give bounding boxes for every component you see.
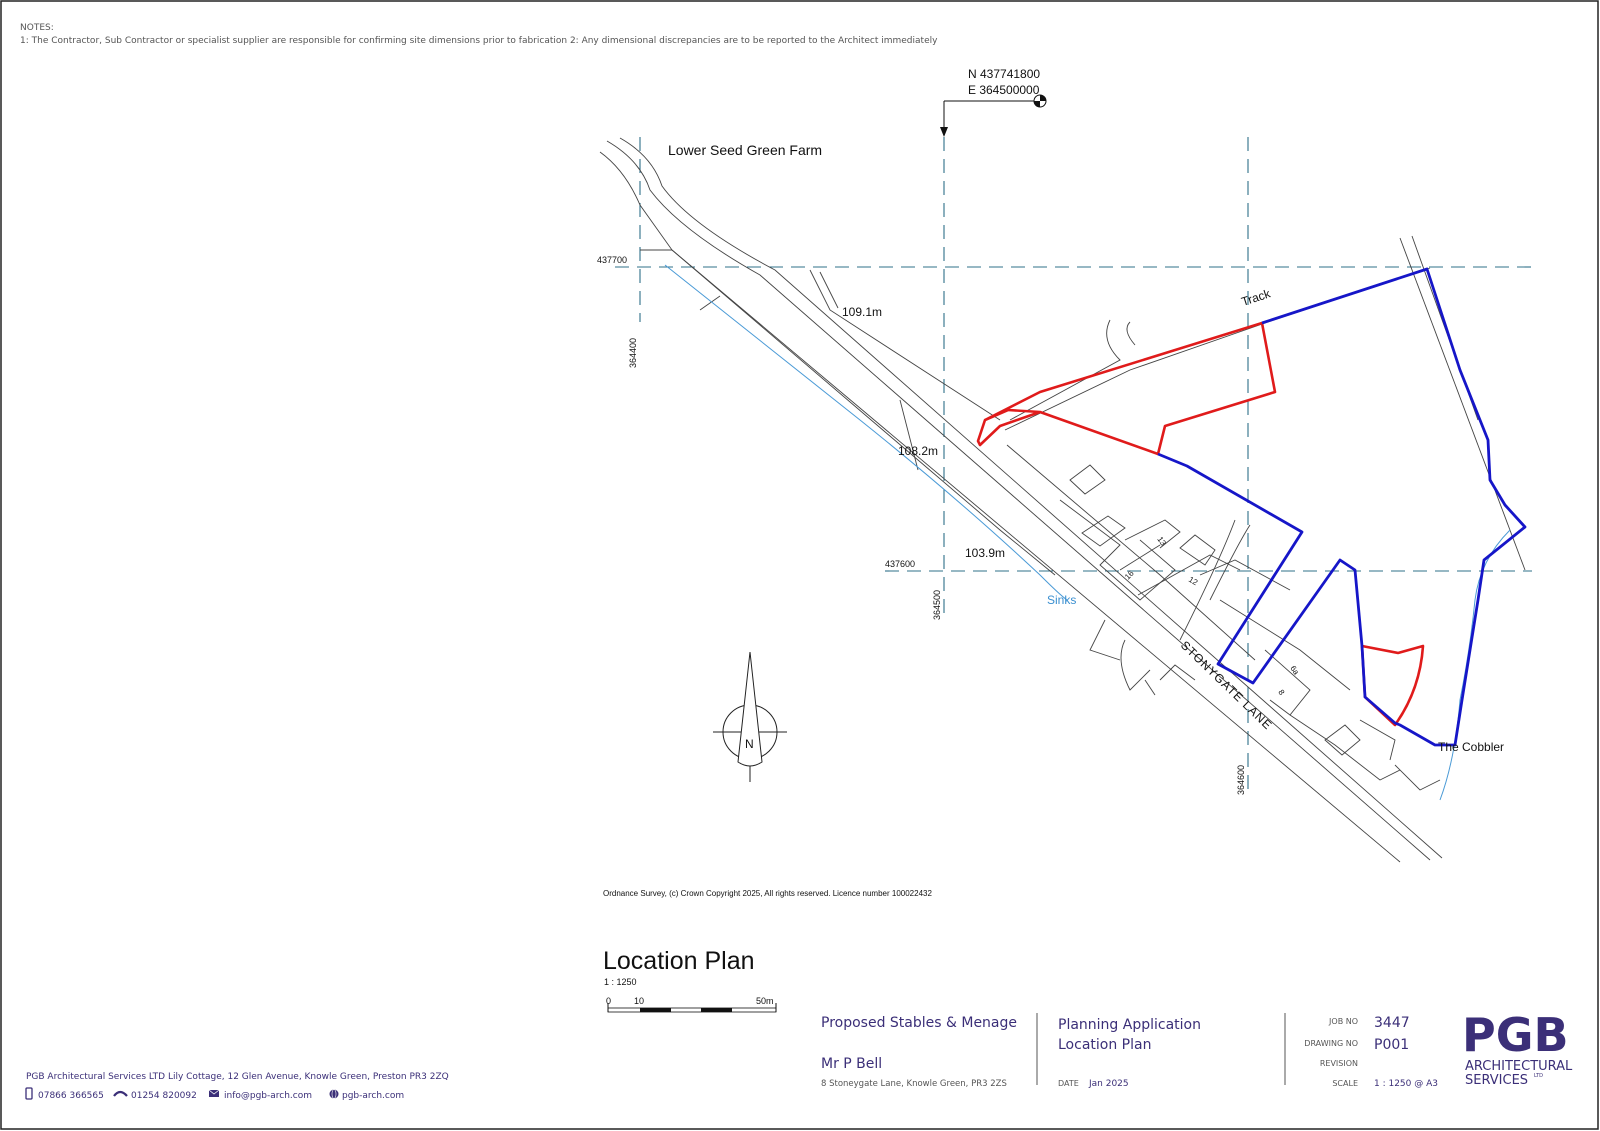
scale-label: SCALE: [1332, 1079, 1358, 1088]
phone-number[interactable]: 01254 820092: [131, 1091, 197, 1101]
plan-title: Location Plan: [603, 947, 755, 975]
application-site-boundary: [976, 321, 1277, 456]
company-address: PGB Architectural Services LTD Lily Cott…: [26, 1072, 449, 1082]
spot-level-109-1: 109.1m: [842, 305, 882, 319]
house-number-12: 12: [1187, 575, 1200, 588]
stream: [664, 264, 1068, 601]
os-grid: [615, 137, 1532, 792]
email-link[interactable]: info@pgb-arch.com: [224, 1091, 312, 1101]
scale-bar-ten: 10: [634, 996, 644, 1006]
scale-value: 1 : 1250 @ A3: [1374, 1079, 1438, 1089]
scale-bar: [607, 1003, 777, 1013]
mobile-icon: [25, 1087, 33, 1100]
datum-marker: [940, 94, 1047, 137]
client-name: Mr P Bell: [821, 1056, 882, 1072]
north-arrow-label: N: [745, 737, 754, 751]
house-number-6a: 6a: [1288, 664, 1301, 677]
grid-label-north-437600: 437600: [885, 559, 915, 569]
website-link[interactable]: pgb-arch.com: [342, 1091, 404, 1101]
job-no-label: JOB NO: [1328, 1017, 1358, 1026]
label-the-cobbler: The Cobbler: [1438, 740, 1504, 754]
site-address: 8 Stoneygate Lane, Knowle Green, PR3 2ZS: [821, 1079, 1007, 1089]
revision-label: REVISION: [1320, 1059, 1358, 1068]
notes-heading: NOTES:: [20, 23, 54, 33]
stream-east: [1439, 529, 1511, 801]
job-no: 3447: [1374, 1015, 1410, 1031]
scale-bar-fifty: 50m: [756, 996, 774, 1006]
logo-suffix: LTD: [1534, 1073, 1543, 1079]
plan-scale: 1 : 1250: [604, 977, 637, 987]
phone-icon: [113, 1090, 128, 1097]
logo-mark: PGB: [1462, 1008, 1569, 1062]
notes-text: 1: The Contractor, Sub Contractor or spe…: [20, 36, 938, 46]
globe-icon: [329, 1089, 339, 1099]
mobile-number[interactable]: 07866 366565: [38, 1091, 104, 1101]
email-icon: [208, 1089, 220, 1097]
drawing-no: P001: [1374, 1037, 1409, 1053]
date-label: DATE: [1058, 1079, 1079, 1088]
spot-level-103-9: 103.9m: [965, 546, 1005, 560]
label-lower-seed-green-farm: Lower Seed Green Farm: [668, 142, 822, 158]
datum-east: E 364500000: [968, 83, 1040, 97]
os-copyright: Ordnance Survey, (c) Crown Copyright 202…: [603, 889, 932, 898]
spot-level-108-2: 108.2m: [898, 444, 938, 458]
datum-north: N 437741800: [968, 67, 1040, 81]
grid-label-east-364500: 364500: [932, 590, 942, 620]
grid-label-east-364600: 364600: [1236, 765, 1246, 795]
label-sinks: Sinks: [1047, 593, 1076, 607]
drawing-no-label: DRAWING NO: [1304, 1039, 1358, 1048]
logo-line1: ARCHITECTURAL: [1465, 1059, 1573, 1074]
grid-label-east-364400: 364400: [628, 338, 638, 368]
label-track: Track: [1240, 286, 1273, 309]
drawing-purpose: Planning Application: [1058, 1017, 1201, 1033]
application-site-boundary-paddock: [1360, 644, 1425, 727]
logo-line2: SERVICES: [1465, 1073, 1528, 1088]
house-number-16: 16: [1123, 568, 1136, 581]
project-name: Proposed Stables & Menage: [821, 1015, 1017, 1031]
house-number-8: 8: [1276, 688, 1286, 697]
north-arrow-icon: [713, 651, 787, 782]
house-number-13: 13: [1155, 535, 1168, 548]
ownership-boundary: [1157, 267, 1527, 747]
drawing-title: Location Plan: [1058, 1037, 1151, 1053]
grid-label-north-437700: 437700: [597, 255, 627, 265]
date-value: Jan 2025: [1088, 1079, 1129, 1089]
scale-bar-zero: 0: [606, 996, 611, 1006]
